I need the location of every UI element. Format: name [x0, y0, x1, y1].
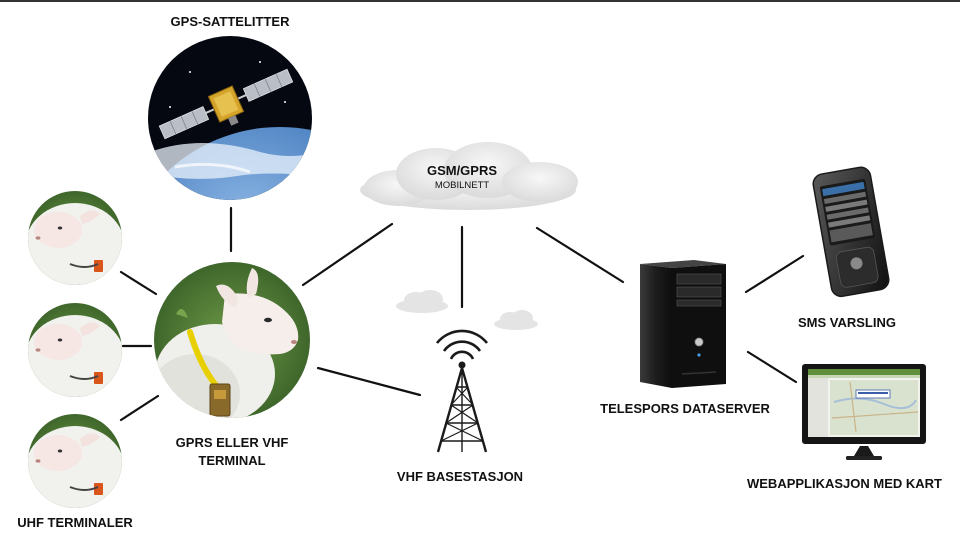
line-terminal-gsm: [301, 222, 394, 287]
line-gsm-server: [535, 226, 625, 284]
line-terminal-vhf: [316, 366, 422, 397]
line-uhf1-terminal: [119, 270, 158, 296]
label-web-app: WEBAPPLIKASJON MED KART: [746, 476, 942, 491]
sheep-icon: [28, 414, 122, 508]
label-gps-satellites: GPS-SATTELITTER: [170, 14, 290, 29]
cloud-icon: [494, 310, 538, 330]
line-uhf3-terminal: [119, 394, 160, 422]
sheep-icon: [28, 191, 122, 285]
connector-lines: [119, 206, 805, 422]
label-gsm-gprs: GSM/GPRS: [426, 163, 498, 178]
smartphone-icon: [812, 166, 890, 298]
server-icon: [640, 260, 726, 388]
label-mobile-network: MOBILNETT: [434, 180, 490, 191]
label-terminal-line2: TERMINAL: [198, 453, 266, 468]
cloud-icon: [396, 290, 448, 313]
satellite-icon: [148, 36, 312, 200]
label-uhf-terminals: UHF TERMINALER: [17, 515, 133, 530]
label-sms-alert: SMS VARSLING: [798, 315, 896, 330]
label-data-server: TELESPORS DATASERVER: [600, 401, 770, 416]
monitor-icon: [802, 364, 926, 460]
label-vhf-base-station: VHF BASESTASJON: [396, 469, 524, 484]
cloud-icon: [360, 142, 578, 210]
line-server-phone: [744, 254, 805, 294]
line-server-monitor: [746, 350, 798, 384]
sheep-icon: [28, 303, 122, 397]
radio-tower-icon: [435, 329, 489, 453]
sheep-icon: [154, 262, 310, 418]
label-terminal-line1: GPRS ELLER VHF: [175, 435, 289, 450]
